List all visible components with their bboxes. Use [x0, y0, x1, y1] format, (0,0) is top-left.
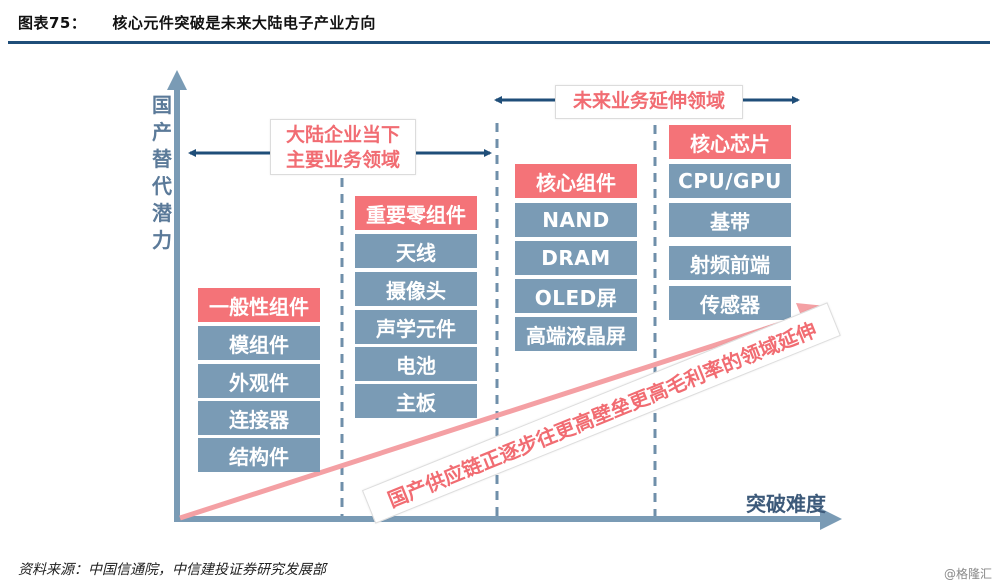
callout-line: 主要业务领域 [285, 149, 400, 171]
y-axis-char: 替 [152, 147, 172, 171]
column-item: 高端液晶屏 [515, 317, 637, 351]
column-item: 基带 [669, 203, 791, 237]
y-axis-label: 国 产 替 代 潜 力 [149, 92, 175, 254]
column-item: 结构件 [198, 438, 320, 472]
column-header-core-components: 核心组件 [515, 164, 637, 198]
watermark: @格隆汇 [943, 567, 992, 581]
column-header-important: 重要零组件 [355, 196, 477, 230]
column-item: 天线 [355, 234, 477, 268]
y-axis-char: 国 [152, 93, 172, 117]
column-item: 电池 [355, 347, 477, 381]
column-item: 主板 [355, 384, 477, 418]
x-axis-label: 突破难度 [746, 492, 826, 516]
figure-title-text: 核心元件突破是未来大陆电子产业方向 [112, 14, 376, 32]
figure-number: 图表75： [18, 14, 87, 32]
column-item: CPU/GPU [669, 164, 791, 198]
column-item: 外观件 [198, 364, 320, 398]
column-item: OLED屏 [515, 279, 637, 313]
current-domain-callout: 大陆企业当下 主要业务领域 [270, 119, 416, 175]
column-item: 声学元件 [355, 310, 477, 344]
title-divider [8, 41, 990, 44]
x-axis-arrowhead-icon [820, 508, 842, 530]
column-item: 射频前端 [669, 246, 791, 280]
callout-line: 大陆企业当下 [285, 124, 400, 146]
column-item: 模组件 [198, 326, 320, 360]
column-item: NAND [515, 203, 637, 237]
column-item: 传感器 [669, 286, 791, 320]
column-item: 连接器 [198, 401, 320, 435]
y-axis [167, 70, 187, 522]
source-note: 资料来源：中国信通院，中信建投证券研究发展部 [18, 562, 326, 578]
y-axis-char: 力 [152, 228, 172, 252]
y-axis-char: 潜 [152, 201, 172, 225]
column-header-core-chips: 核心芯片 [669, 125, 791, 159]
column-header-general: 一般性组件 [198, 288, 320, 322]
y-axis-char: 代 [152, 174, 172, 198]
y-axis-arrowhead-icon [167, 70, 187, 90]
figure-title: 图表75： 核心元件突破是未来大陆电子产业方向 [18, 12, 376, 33]
column-item: DRAM [515, 241, 637, 275]
future-domain-callout: 未来业务延伸领域 [555, 85, 743, 119]
y-axis-char: 产 [152, 120, 172, 144]
column-item: 摄像头 [355, 272, 477, 306]
x-axis [174, 508, 842, 530]
